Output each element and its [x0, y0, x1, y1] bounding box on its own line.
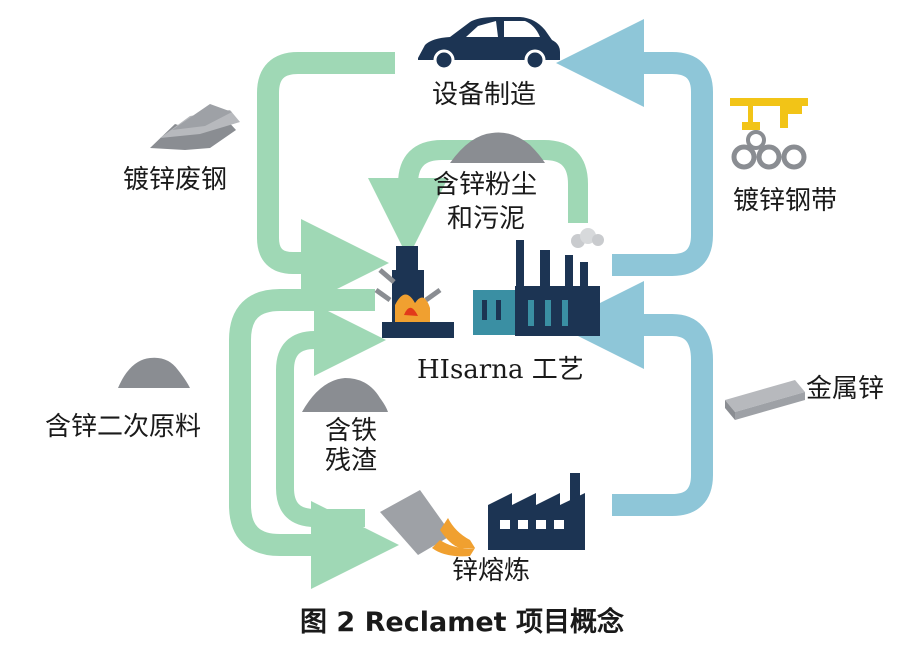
iron-residue-pile-icon	[302, 378, 388, 412]
arrow-iron-residue-loop	[276, 304, 386, 527]
label-zinc-smelting: 锌熔炼	[452, 556, 531, 586]
hisarna-plant-icon	[473, 228, 604, 336]
steel-coil-crane-icon	[730, 98, 808, 170]
label-metal-zinc: 金属锌	[806, 374, 885, 404]
zinc-ingot-icon	[725, 380, 805, 420]
label-zinc-dust: 含锌粉尘	[433, 170, 538, 200]
arrow-hisarna-to-manufacturing	[556, 19, 713, 276]
smelting-ladle-icon	[380, 490, 475, 557]
scrap-steel-icon	[150, 104, 240, 150]
secondary-raw-material-pile-icon	[118, 357, 190, 388]
arrow-manufacturing-to-hisarna	[257, 52, 395, 307]
car-icon	[418, 17, 560, 71]
label-hisarna-process: HIsarna 工艺	[417, 355, 584, 385]
label-galvanized-strip: 镀锌钢带	[733, 186, 838, 216]
label-galvanized-scrap: 镀锌废钢	[123, 165, 228, 195]
hisarna-reactor-icon	[374, 246, 454, 338]
label-zinc-sludge: 和污泥	[447, 204, 526, 234]
label-iron-residue-2: 残渣	[325, 446, 378, 476]
zinc-factory-icon	[488, 473, 585, 550]
zinc-dust-pile-icon	[450, 132, 545, 163]
label-secondary-raw-material: 含锌二次原料	[45, 412, 202, 442]
label-manufacturing: 设备制造	[432, 80, 537, 110]
label-iron-residue-1: 含铁	[325, 416, 378, 446]
figure-caption: 图 2 Reclamet 项目概念	[300, 607, 624, 638]
arrow-hisarna-to-smelting-outer	[229, 289, 399, 589]
arrow-smelting-to-hisarna	[556, 281, 713, 516]
